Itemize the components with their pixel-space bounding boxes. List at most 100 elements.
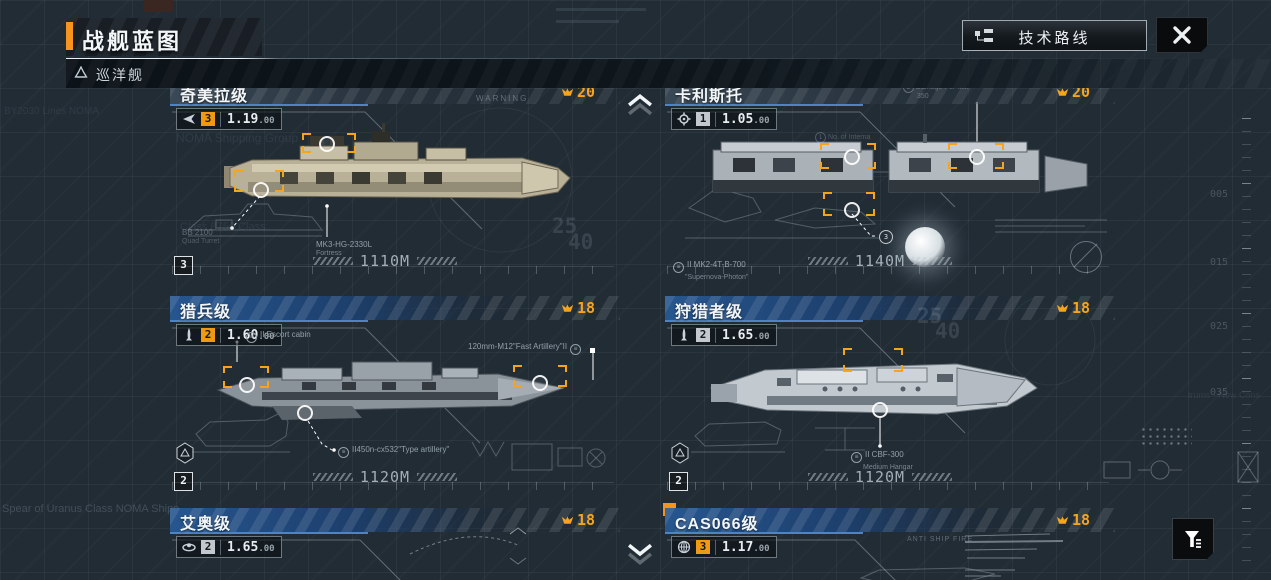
decor-block bbox=[143, 0, 173, 12]
ruler-label: 025 bbox=[1210, 321, 1229, 332]
rocket-icon bbox=[179, 327, 199, 343]
module-annotation: ≡II CBF-300 Medium Hangar bbox=[851, 450, 913, 471]
cost-medal-icon bbox=[561, 515, 574, 524]
card-header: 狩猎者级 18 bbox=[665, 296, 1115, 322]
card-header: 奇美拉级 20 bbox=[170, 88, 620, 106]
hatch-mark bbox=[312, 473, 353, 481]
ship-illustration bbox=[216, 361, 566, 420]
ship-illustration bbox=[224, 123, 571, 199]
watermark-text: Spear of Uranus Class NOMA Shipp bbox=[2, 503, 180, 515]
hardpoint-marker bbox=[253, 182, 269, 198]
industry-gear-icon bbox=[674, 111, 694, 127]
watermark-text: BY2030 Lines NOMA bbox=[4, 106, 100, 117]
class-hexagon-icon bbox=[670, 442, 690, 469]
right-ruler bbox=[1242, 118, 1251, 564]
module-annotation: 120mm-M12"Fast Artillery"II≡ bbox=[468, 342, 582, 355]
ship-name: 猎兵级 bbox=[180, 304, 232, 321]
hardpoint-marker bbox=[844, 202, 860, 218]
stat-annotation: 1 No. of Interna bbox=[815, 132, 870, 143]
blueprint-card[interactable]: 狩猎者级 18 2 1.65.00 25 40 bbox=[665, 296, 1115, 496]
cost-value: 20 bbox=[576, 88, 595, 101]
decor-number: 25 bbox=[917, 304, 943, 328]
hatch-mark bbox=[807, 257, 848, 265]
length-indicator: 1120M bbox=[780, 468, 980, 486]
filter-button[interactable] bbox=[1172, 518, 1214, 560]
decor-number: 40 bbox=[568, 230, 594, 254]
version-value: 1.17.00 bbox=[715, 539, 770, 555]
version-value: 1.65.00 bbox=[715, 327, 770, 343]
scroll-up-button[interactable] bbox=[622, 93, 660, 117]
ruler-label: 035 bbox=[1210, 387, 1229, 398]
cost-medal-icon bbox=[1056, 88, 1069, 96]
decor-dot-grid bbox=[1140, 426, 1192, 446]
header-underline bbox=[665, 320, 863, 322]
decor-number: 25 bbox=[552, 214, 578, 238]
card-ruler bbox=[172, 266, 614, 274]
filter-funnel-icon bbox=[1182, 528, 1204, 550]
hardpoint-marker bbox=[239, 377, 255, 393]
count-badge: 3 bbox=[174, 256, 193, 275]
version-value: 1.65.00 bbox=[220, 539, 275, 555]
hardpoint-marker bbox=[872, 402, 888, 418]
header-stripes bbox=[665, 296, 1115, 320]
blueprint-cost: 18 bbox=[561, 299, 595, 317]
blueprint-card[interactable]: 奇美拉级 20 3 1.19.00 bbox=[170, 88, 620, 280]
hardpoint-bracket bbox=[843, 348, 903, 372]
title-underline bbox=[66, 58, 1271, 59]
header-underline bbox=[170, 104, 368, 106]
header-stripes bbox=[170, 508, 620, 532]
category-label[interactable]: 巡洋舰 bbox=[96, 67, 144, 83]
module-annotation: ≡II450n-cx532"Type artillery" bbox=[338, 445, 449, 458]
ruler-label: 015 bbox=[1210, 257, 1229, 268]
blueprint-card[interactable]: CAS066级 18 3 1.17.00 ANTI SHIP FIRE bbox=[663, 503, 1115, 580]
callout-number: 3 bbox=[879, 230, 893, 244]
ship-name: 奇美拉级 bbox=[180, 88, 249, 105]
cost-medal-icon bbox=[1056, 303, 1069, 312]
blueprint-card[interactable]: 卡利斯托 20 1 1.05.00 bbox=[665, 88, 1115, 281]
hatch-mark bbox=[417, 473, 458, 481]
ship-name: 卡利斯托 bbox=[675, 88, 744, 105]
cruiser-icon bbox=[74, 65, 88, 84]
card-ruler bbox=[667, 482, 1109, 490]
chevron-down-icon bbox=[628, 543, 652, 565]
class-hexagon-icon bbox=[175, 442, 195, 469]
ship-name: CAS066级 bbox=[675, 516, 759, 533]
ship-name: 狩猎者级 bbox=[675, 304, 744, 321]
hatch-mark bbox=[912, 473, 953, 481]
blueprint-card[interactable]: 艾奥级 18 2 1.65.00 bbox=[170, 508, 620, 580]
watermark-text: trums - New Cons bbox=[1188, 390, 1261, 400]
card-ruler bbox=[172, 482, 614, 490]
blueprint-card[interactable]: 猎兵级 18 2 1.60.00 bbox=[170, 296, 620, 496]
module-annotation: ≡II Escort cabin bbox=[246, 330, 311, 343]
header-underline bbox=[170, 532, 368, 534]
hardpoint-marker bbox=[532, 375, 548, 391]
tier-value: 3 bbox=[696, 540, 710, 554]
version-value: 1.05.00 bbox=[715, 111, 770, 127]
tech-route-button[interactable]: 技术路线 ··· bbox=[962, 20, 1147, 51]
ship-stat-box: 3 1.17.00 bbox=[671, 536, 777, 558]
blueprint-cost: 20 bbox=[561, 88, 595, 101]
length-indicator: 1120M bbox=[285, 468, 485, 486]
decor-lines bbox=[556, 8, 646, 48]
title-backdrop bbox=[66, 18, 262, 56]
decor-symbols bbox=[1103, 451, 1259, 483]
close-button[interactable] bbox=[1156, 17, 1208, 53]
stat-annotation: 2 Damage Per Min bbox=[903, 88, 968, 93]
card-header: CAS066级 18 bbox=[665, 508, 1115, 534]
port-icon: ≡ bbox=[673, 262, 684, 273]
cost-value: 18 bbox=[1071, 511, 1090, 529]
ship-illustration bbox=[712, 134, 1088, 193]
ship-length: 1120M bbox=[359, 468, 411, 486]
count-badge: 2 bbox=[669, 472, 688, 491]
scroll-down-button[interactable] bbox=[622, 542, 660, 566]
warning-label: WARNING bbox=[476, 94, 529, 103]
length-indicator: 1110M bbox=[285, 252, 485, 270]
cost-medal-icon bbox=[561, 303, 574, 312]
globe-icon bbox=[674, 539, 694, 555]
tier-value: 3 bbox=[201, 112, 215, 126]
card-header: 猎兵级 18 bbox=[170, 296, 620, 322]
header-underline bbox=[665, 532, 863, 534]
cost-medal-icon bbox=[1056, 515, 1069, 524]
